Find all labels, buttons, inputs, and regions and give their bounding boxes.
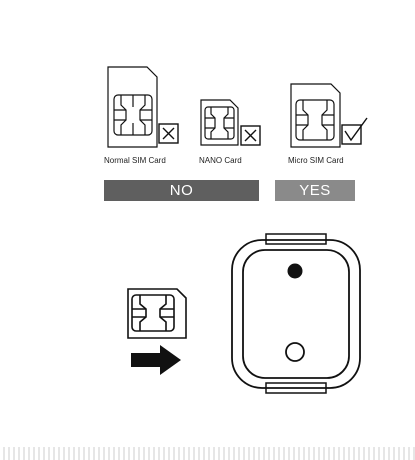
sim-card-illustrations	[0, 0, 415, 160]
normal-sim-label: Normal SIM Card	[104, 156, 166, 165]
checkmark-icon	[342, 118, 367, 144]
button-ring	[286, 343, 304, 361]
nano-sim-card	[201, 100, 238, 145]
nano-card-label: NANO Card	[199, 156, 242, 165]
micro-sim-label: Micro SIM Card	[288, 156, 344, 165]
device-body	[232, 234, 360, 393]
camera-dot	[288, 264, 303, 279]
cross-icon	[159, 124, 178, 143]
insertion-illustration	[0, 215, 415, 445]
micro-sim-card	[128, 289, 186, 338]
bottom-decorative-strip	[0, 447, 415, 460]
cross-icon	[241, 126, 260, 145]
no-banner: NO	[104, 180, 259, 201]
micro-sim-card	[291, 84, 340, 147]
yes-banner: YES	[275, 180, 355, 201]
arrow-right-icon	[131, 345, 181, 375]
normal-sim-card	[108, 67, 157, 147]
